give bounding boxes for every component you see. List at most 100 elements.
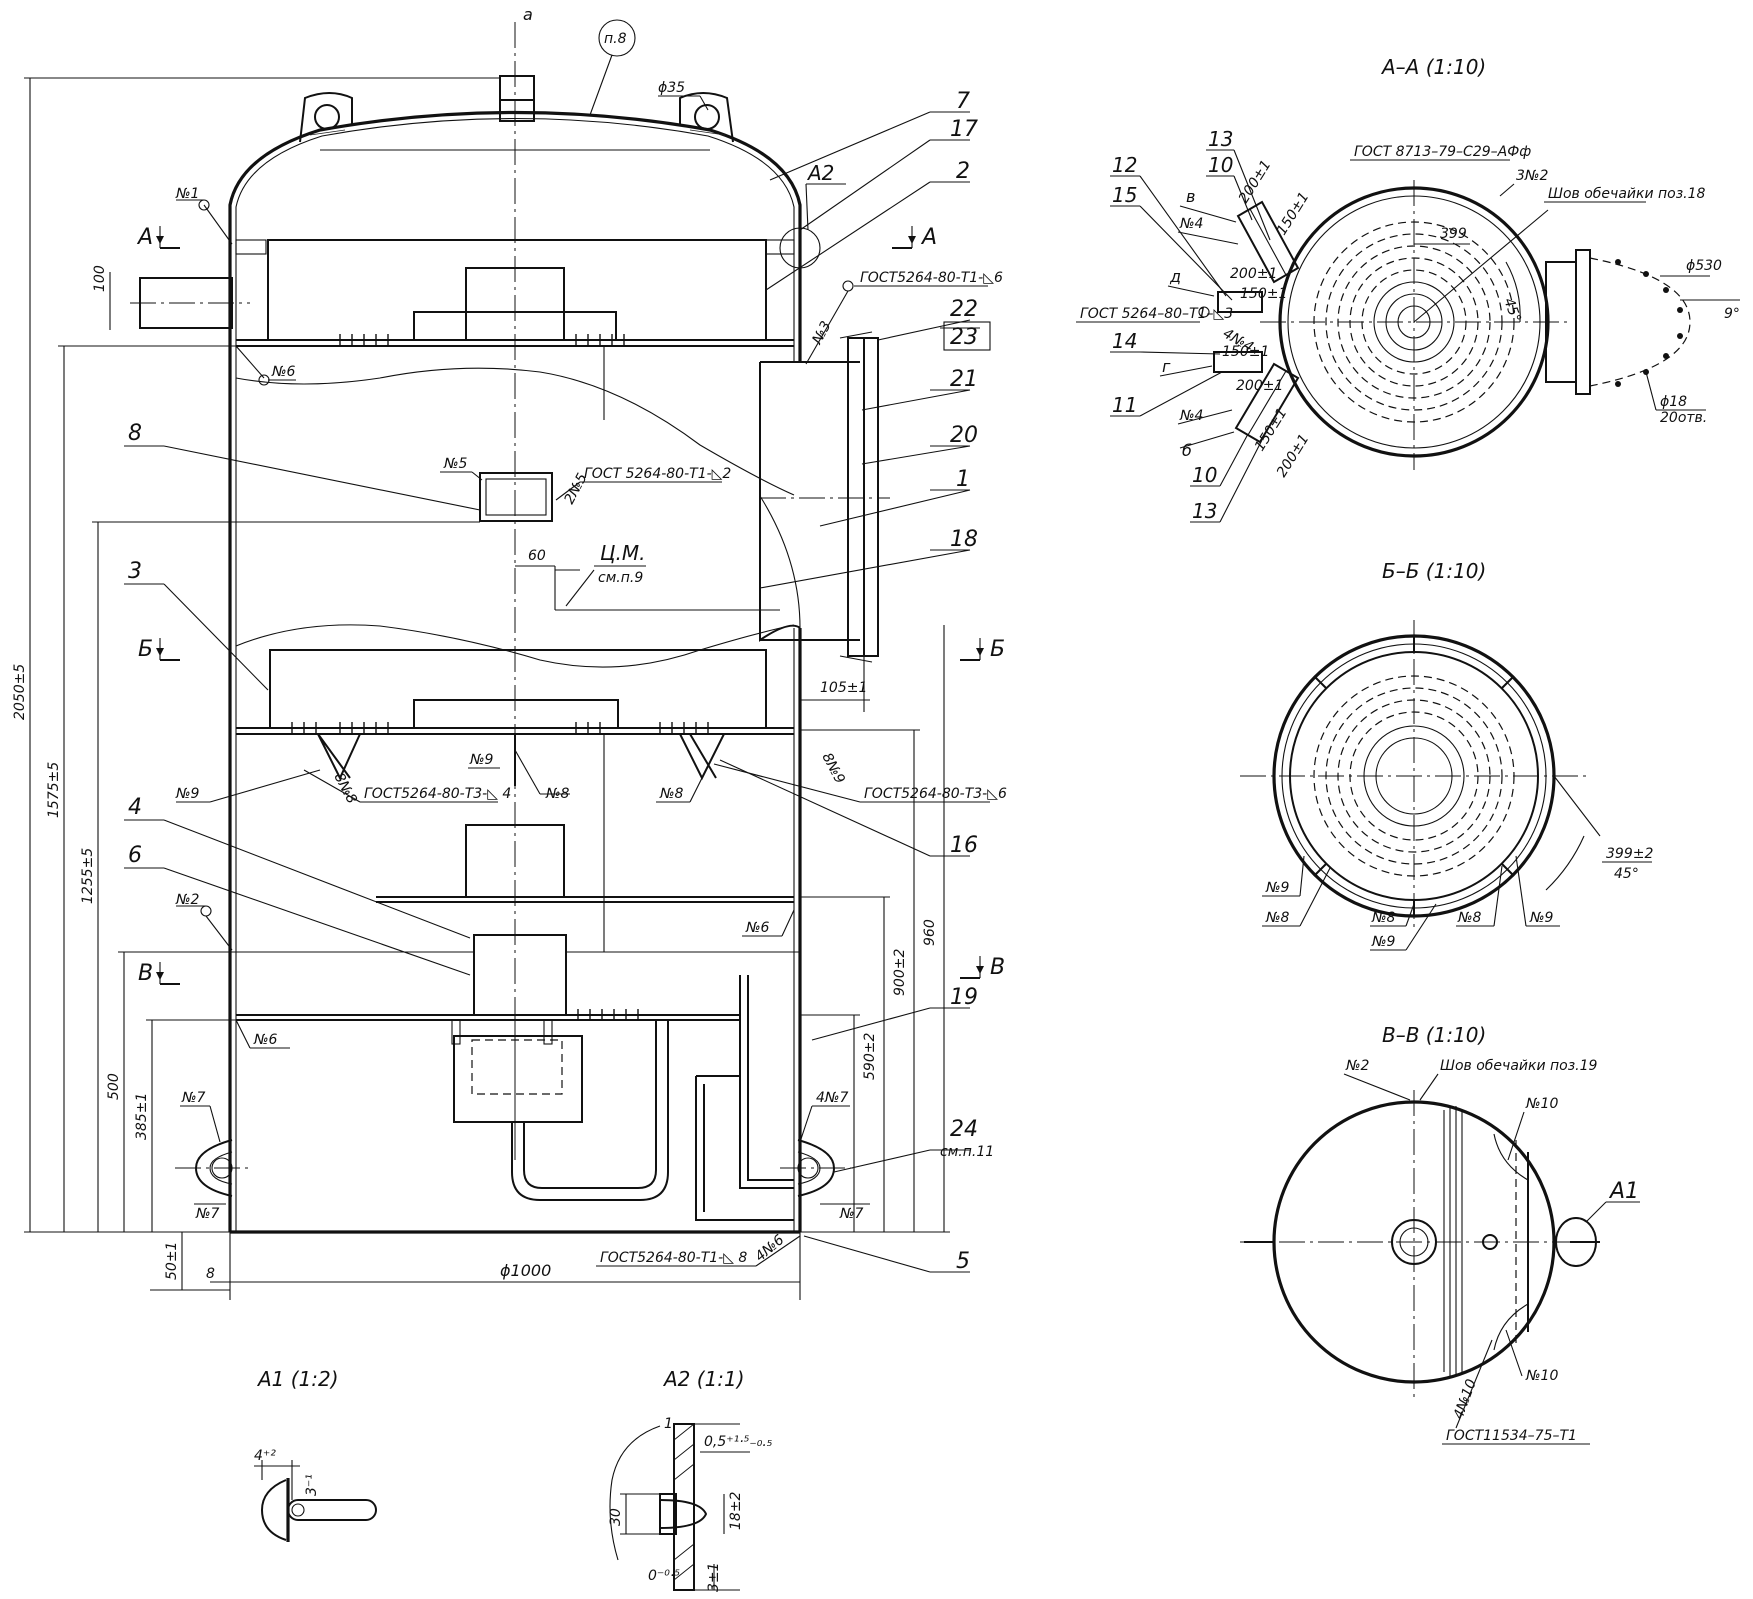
pos-24: 24 [950,1117,978,1142]
aa-n4c: №4 [1179,408,1203,424]
detail-A2-label: А2 [806,161,834,185]
vv-baffle [1443,1106,1529,1376]
weld-n7x4-leader [799,1105,813,1143]
aa-pos-10b: 10 [1192,463,1217,487]
weld-n1-leader [203,204,233,245]
dim-1255: 1255±5 [80,848,96,904]
baffle-pos19 [739,975,794,1189]
weld-n5: №5 [443,456,468,472]
aa-letter-g: г [1162,357,1171,376]
weld-circle-n3 [842,280,854,292]
lower-chamber [269,649,767,729]
u-pipe-outer [511,1020,669,1201]
a2-d4: 18±2 [728,1491,744,1530]
aa-flange [1575,249,1591,395]
pos-4: 4 [128,795,142,820]
vv-seam-leader [1419,1073,1439,1101]
a2-wall-hatch [673,1423,695,1581]
weld-n6x4: 4№6 [752,1232,787,1265]
vv-n10x4: 4№10 [1451,1377,1480,1421]
weld-n6a-leader [781,909,795,937]
vv-n10a: №10 [1525,1096,1558,1112]
bb-leaders [1262,855,1560,951]
section-AA-title: А–А (1:10) [1380,55,1486,79]
pos-23-box [943,321,991,351]
section-VV-title: В–В (1:10) [1382,1023,1486,1047]
dim-2050: 2050±5 [12,664,28,720]
weld-n9b: №9 [469,752,494,768]
aa-seam-line [1413,209,1549,323]
dim-1575: 1575±5 [46,762,62,818]
aa-shell-seam: Шов обечайки поз.18 [1548,186,1706,202]
aa-letter-d: д [1169,267,1181,286]
svg-text:Б: Б [138,637,153,662]
position-leaders-left [124,445,481,976]
section-mark-B-right: Б [960,637,1005,662]
bb-n9b: №9 [1371,934,1396,950]
aa-angle-arc [1505,261,1521,323]
aa-gost: ГОСТ 8713–79–С29–АФф [1354,144,1531,160]
vv-hole [1482,1234,1498,1250]
break-line-bottom [235,624,795,668]
dim-d35: ϕ35 [658,80,685,96]
vv-n10b: №10 [1525,1368,1558,1384]
aa-n4a: №4 [1179,216,1203,232]
window-pos8-inner [485,478,547,516]
flange-mark-top [839,331,873,339]
support-rib-left [317,733,361,781]
weld-n8c: 8№8 [330,770,359,806]
aa-nozzle-3 [1213,351,1263,373]
support-rib-right [679,733,725,781]
a2-d1: 1 [664,1416,673,1432]
section-mark-V-left: В [138,961,180,986]
aa-letter-v: в [1186,187,1195,206]
center-mass-note: см.п.9 [598,570,643,586]
aa-angle9: 9° [1724,306,1740,322]
section-mark-V-right: В [960,955,1005,980]
aa-dim6: 200±1 [1236,378,1283,394]
gost-g5-leader [755,1235,801,1267]
weld-n6b-leader [235,1019,251,1049]
aa-pos-leaders [1110,149,1271,523]
svg-text:В: В [990,955,1005,980]
weld-n8a: №8 [545,786,570,802]
aa-dim2: 150±1 [1274,189,1313,238]
a2-wall [673,1423,695,1591]
aa-letter-b-arrow [1179,431,1235,449]
note-leader [589,54,613,116]
dim-385: 385±1 [134,1093,150,1140]
bb-n8b: №8 [1371,910,1396,926]
aa-pos-13b: 13 [1192,499,1217,523]
side-nozzle-cut [759,495,801,629]
svg-text:Б: Б [990,637,1005,662]
vv-n10b-leader [1505,1329,1523,1377]
vv-pipe-inner [1399,1227,1429,1257]
weld-n3: №3 [809,319,835,348]
aa-d530: ϕ530 [1686,258,1722,274]
pos-1: 1 [956,467,970,492]
aa-nozzle-1 [1236,200,1300,284]
axis-label: а [523,5,533,24]
detail-A2-title: А2 (1:1) [662,1367,745,1391]
break-line-top [235,367,795,496]
pos-17: 17 [950,117,978,142]
a2-weld-bead [659,1499,708,1529]
aa-bolt-arc [1589,257,1691,387]
pos-6: 6 [128,843,142,868]
u-pipe-inner [523,1020,657,1189]
pos-8: 8 [128,421,142,446]
gost-g2-leader [555,481,581,501]
note-circle [598,19,636,57]
a2-d5: 3±1 [706,1562,722,1592]
cup [453,1035,583,1123]
aa-pos-14: 14 [1112,329,1137,353]
aa-dim8: 200±1 [1274,431,1313,480]
a2-break [609,1425,661,1561]
aa-angle45: 45° [1500,296,1524,325]
weld-n6a: №6 [745,920,770,936]
gost-g5: ГОСТ5264-80-Т1-◺ 8 [600,1250,747,1266]
weld-n9a: №9 [175,786,200,802]
svg-text:А: А [136,225,153,250]
cup-hanger-r [543,1019,553,1045]
weld-n6-leader [235,345,265,379]
